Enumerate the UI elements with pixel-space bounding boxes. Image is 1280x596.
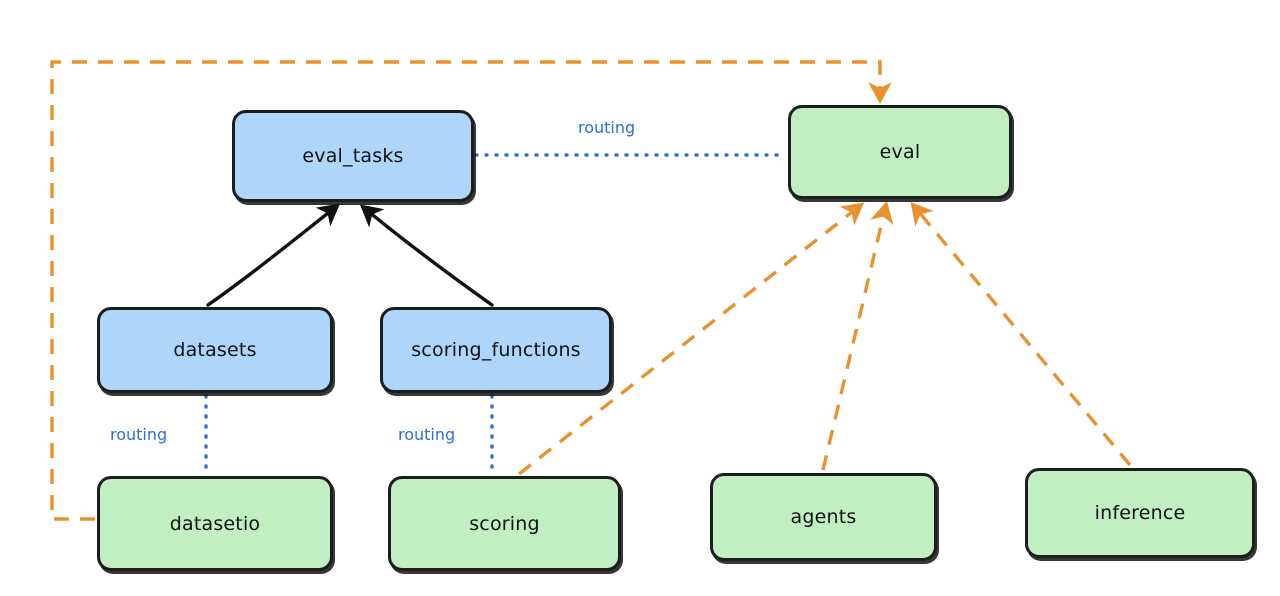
node-label-eval-tasks: eval_tasks [302, 145, 404, 167]
node-inference[interactable]: inference [1025, 468, 1255, 558]
edge-scoring-functions-to-eval-tasks [359, 204, 494, 307]
edge-label-routing-eval-tasks-to-eval: routing [578, 118, 636, 137]
node-label-datasetio: datasetio [169, 512, 261, 535]
node-scoring[interactable]: scoring [388, 476, 621, 571]
node-label-datasets: datasets [173, 339, 257, 361]
edge-inference-to-eval [910, 201, 1132, 467]
node-label-agents: agents [790, 506, 857, 528]
node-eval[interactable]: eval [788, 105, 1012, 199]
node-scoring-functions[interactable]: scoring_functions [380, 307, 612, 393]
node-datasetio[interactable]: datasetio [97, 476, 333, 571]
edge-agents-to-eval [821, 201, 894, 471]
node-label-scoring: scoring [469, 512, 540, 535]
node-datasets[interactable]: datasets [97, 307, 333, 393]
edge-datasets-to-eval-tasks [206, 203, 341, 307]
node-label-scoring-functions: scoring_functions [411, 339, 581, 361]
edge-label-routing-scoring-functions-to-scoring: routing [398, 425, 456, 444]
edge-label-routing-datasets-to-datasetio: routing [110, 425, 168, 444]
node-label-eval: eval [879, 141, 921, 163]
node-eval-tasks[interactable]: eval_tasks [232, 110, 474, 202]
node-agents[interactable]: agents [710, 473, 937, 561]
node-label-inference: inference [1094, 502, 1186, 524]
